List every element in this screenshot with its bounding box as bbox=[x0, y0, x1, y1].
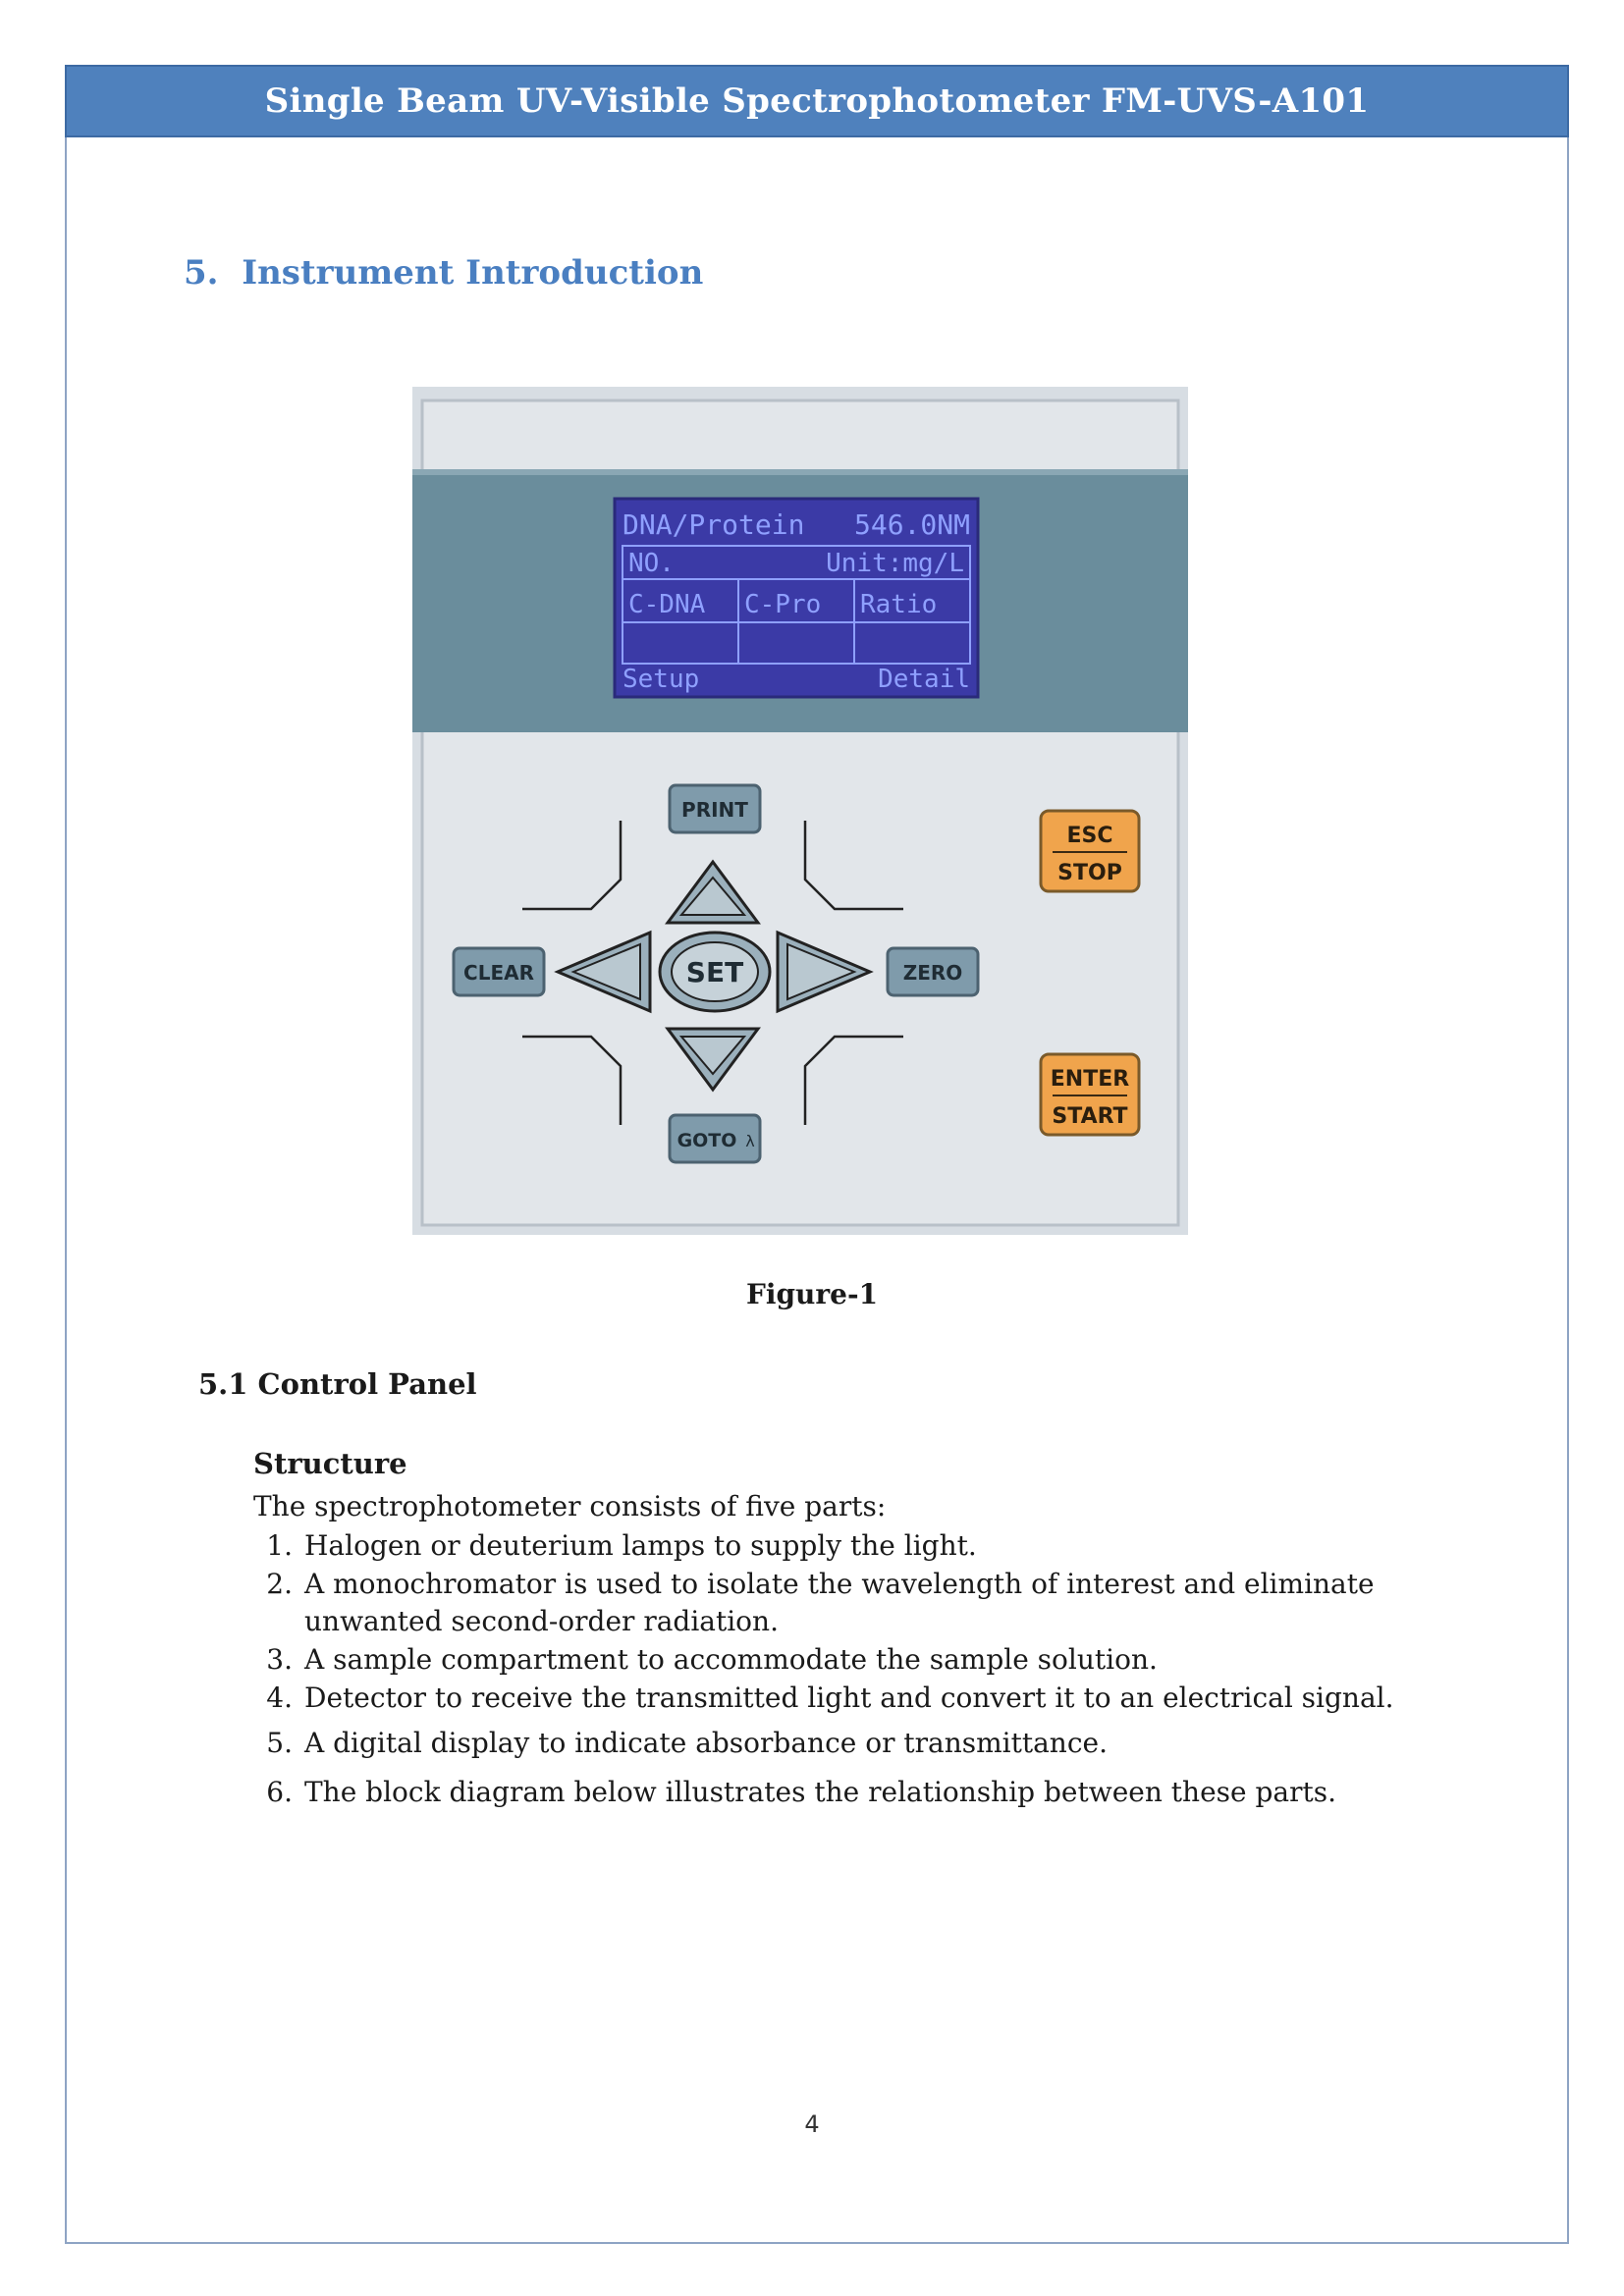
list-item-text: A digital display to indicate absorbance… bbox=[304, 1727, 1108, 1759]
down-arrow-key bbox=[665, 1027, 761, 1093]
lcd-col-cdna: C-DNA bbox=[628, 590, 706, 619]
list-item-number: 3. bbox=[266, 1643, 293, 1676]
left-arrow-key bbox=[554, 930, 652, 1014]
list-item: 1. Halogen or deuterium lamps to supply … bbox=[257, 1527, 1414, 1565]
lambda-symbol: λ bbox=[745, 1132, 754, 1150]
esc-key-label: ESC bbox=[1066, 824, 1112, 848]
section-heading: 5. Instrument Introduction bbox=[184, 253, 703, 293]
parts-list: 1. Halogen or deuterium lamps to supply … bbox=[257, 1527, 1414, 1812]
right-arrow-key bbox=[776, 930, 874, 1014]
list-item-number: 1. bbox=[266, 1529, 293, 1562]
list-item: 3. A sample compartment to accommodate t… bbox=[257, 1641, 1414, 1679]
list-item-number: 4. bbox=[266, 1682, 293, 1714]
clear-key: CLEAR bbox=[452, 946, 546, 997]
lcd-no-text: NO. bbox=[628, 549, 675, 578]
list-item-text: Detector to receive the transmitted ligh… bbox=[304, 1682, 1394, 1714]
lcd-screen: DNA/Protein 546.0NM NO. Unit:mg/L C-DNA … bbox=[613, 497, 980, 699]
figure-caption: Figure-1 bbox=[745, 1278, 879, 1310]
lcd-col-cpro: C-Pro bbox=[744, 590, 821, 619]
lcd-wavelength-text: 546.0NM bbox=[854, 508, 970, 541]
list-item-number: 6. bbox=[266, 1776, 293, 1808]
list-item-text: The block diagram below illustrates the … bbox=[304, 1776, 1336, 1808]
goto-key: GOTO λ bbox=[668, 1113, 762, 1164]
up-arrow-key bbox=[665, 859, 761, 925]
lcd-mode-text: DNA/Protein bbox=[623, 508, 804, 541]
list-item-number: 5. bbox=[266, 1727, 293, 1759]
list-item-text: A monochromator is used to isolate the w… bbox=[304, 1568, 1375, 1637]
header-bar: Single Beam UV-Visible Spectrophotometer… bbox=[65, 65, 1569, 137]
list-item: 6. The block diagram below illustrates t… bbox=[257, 1774, 1414, 1811]
list-item-text: A sample compartment to accommodate the … bbox=[304, 1643, 1158, 1676]
section-title: Instrument Introduction bbox=[242, 253, 704, 293]
list-item-number: 2. bbox=[266, 1568, 293, 1600]
set-key-label: SET bbox=[686, 956, 743, 988]
start-key-label: START bbox=[1052, 1104, 1127, 1129]
control-panel-figure: DNA/Protein 546.0NM NO. Unit:mg/L C-DNA … bbox=[412, 387, 1188, 1235]
lcd-setup-text: Setup bbox=[623, 665, 699, 694]
page-number: 4 bbox=[804, 2110, 820, 2138]
lcd-col-ratio: Ratio bbox=[860, 590, 937, 619]
stop-key-label: STOP bbox=[1057, 861, 1122, 885]
section-number: 5. bbox=[184, 253, 219, 293]
control-panel-illustration: DNA/Protein 546.0NM NO. Unit:mg/L C-DNA … bbox=[412, 387, 1188, 1235]
zero-key-label: ZERO bbox=[903, 961, 963, 985]
list-item: 4. Detector to receive the transmitted l… bbox=[257, 1680, 1414, 1717]
enter-key-label: ENTER bbox=[1051, 1067, 1129, 1092]
list-item-text: Halogen or deuterium lamps to supply the… bbox=[304, 1529, 977, 1562]
subsection-heading: 5.1 Control Panel bbox=[198, 1367, 477, 1401]
enter-start-key: ENTER START bbox=[1039, 1052, 1141, 1137]
print-key-label: PRINT bbox=[681, 798, 748, 822]
key-guide-lines bbox=[522, 821, 903, 1125]
esc-stop-key: ESC STOP bbox=[1039, 809, 1141, 893]
list-item: 5. A digital display to indicate absorba… bbox=[257, 1725, 1414, 1762]
lcd-unit-text: Unit:mg/L bbox=[826, 549, 964, 578]
lcd-detail-text: Detail bbox=[878, 665, 970, 694]
goto-key-label: GOTO bbox=[677, 1130, 737, 1151]
print-key: PRINT bbox=[668, 783, 762, 834]
zero-key: ZERO bbox=[886, 946, 980, 997]
structure-intro: The spectrophotometer consists of five p… bbox=[253, 1490, 887, 1522]
document-title: Single Beam UV-Visible Spectrophotometer… bbox=[264, 81, 1370, 121]
list-item: 2. A monochromator is used to isolate th… bbox=[257, 1566, 1414, 1640]
set-key: SET bbox=[658, 931, 772, 1013]
clear-key-label: CLEAR bbox=[463, 961, 534, 985]
structure-heading: Structure bbox=[253, 1447, 407, 1480]
